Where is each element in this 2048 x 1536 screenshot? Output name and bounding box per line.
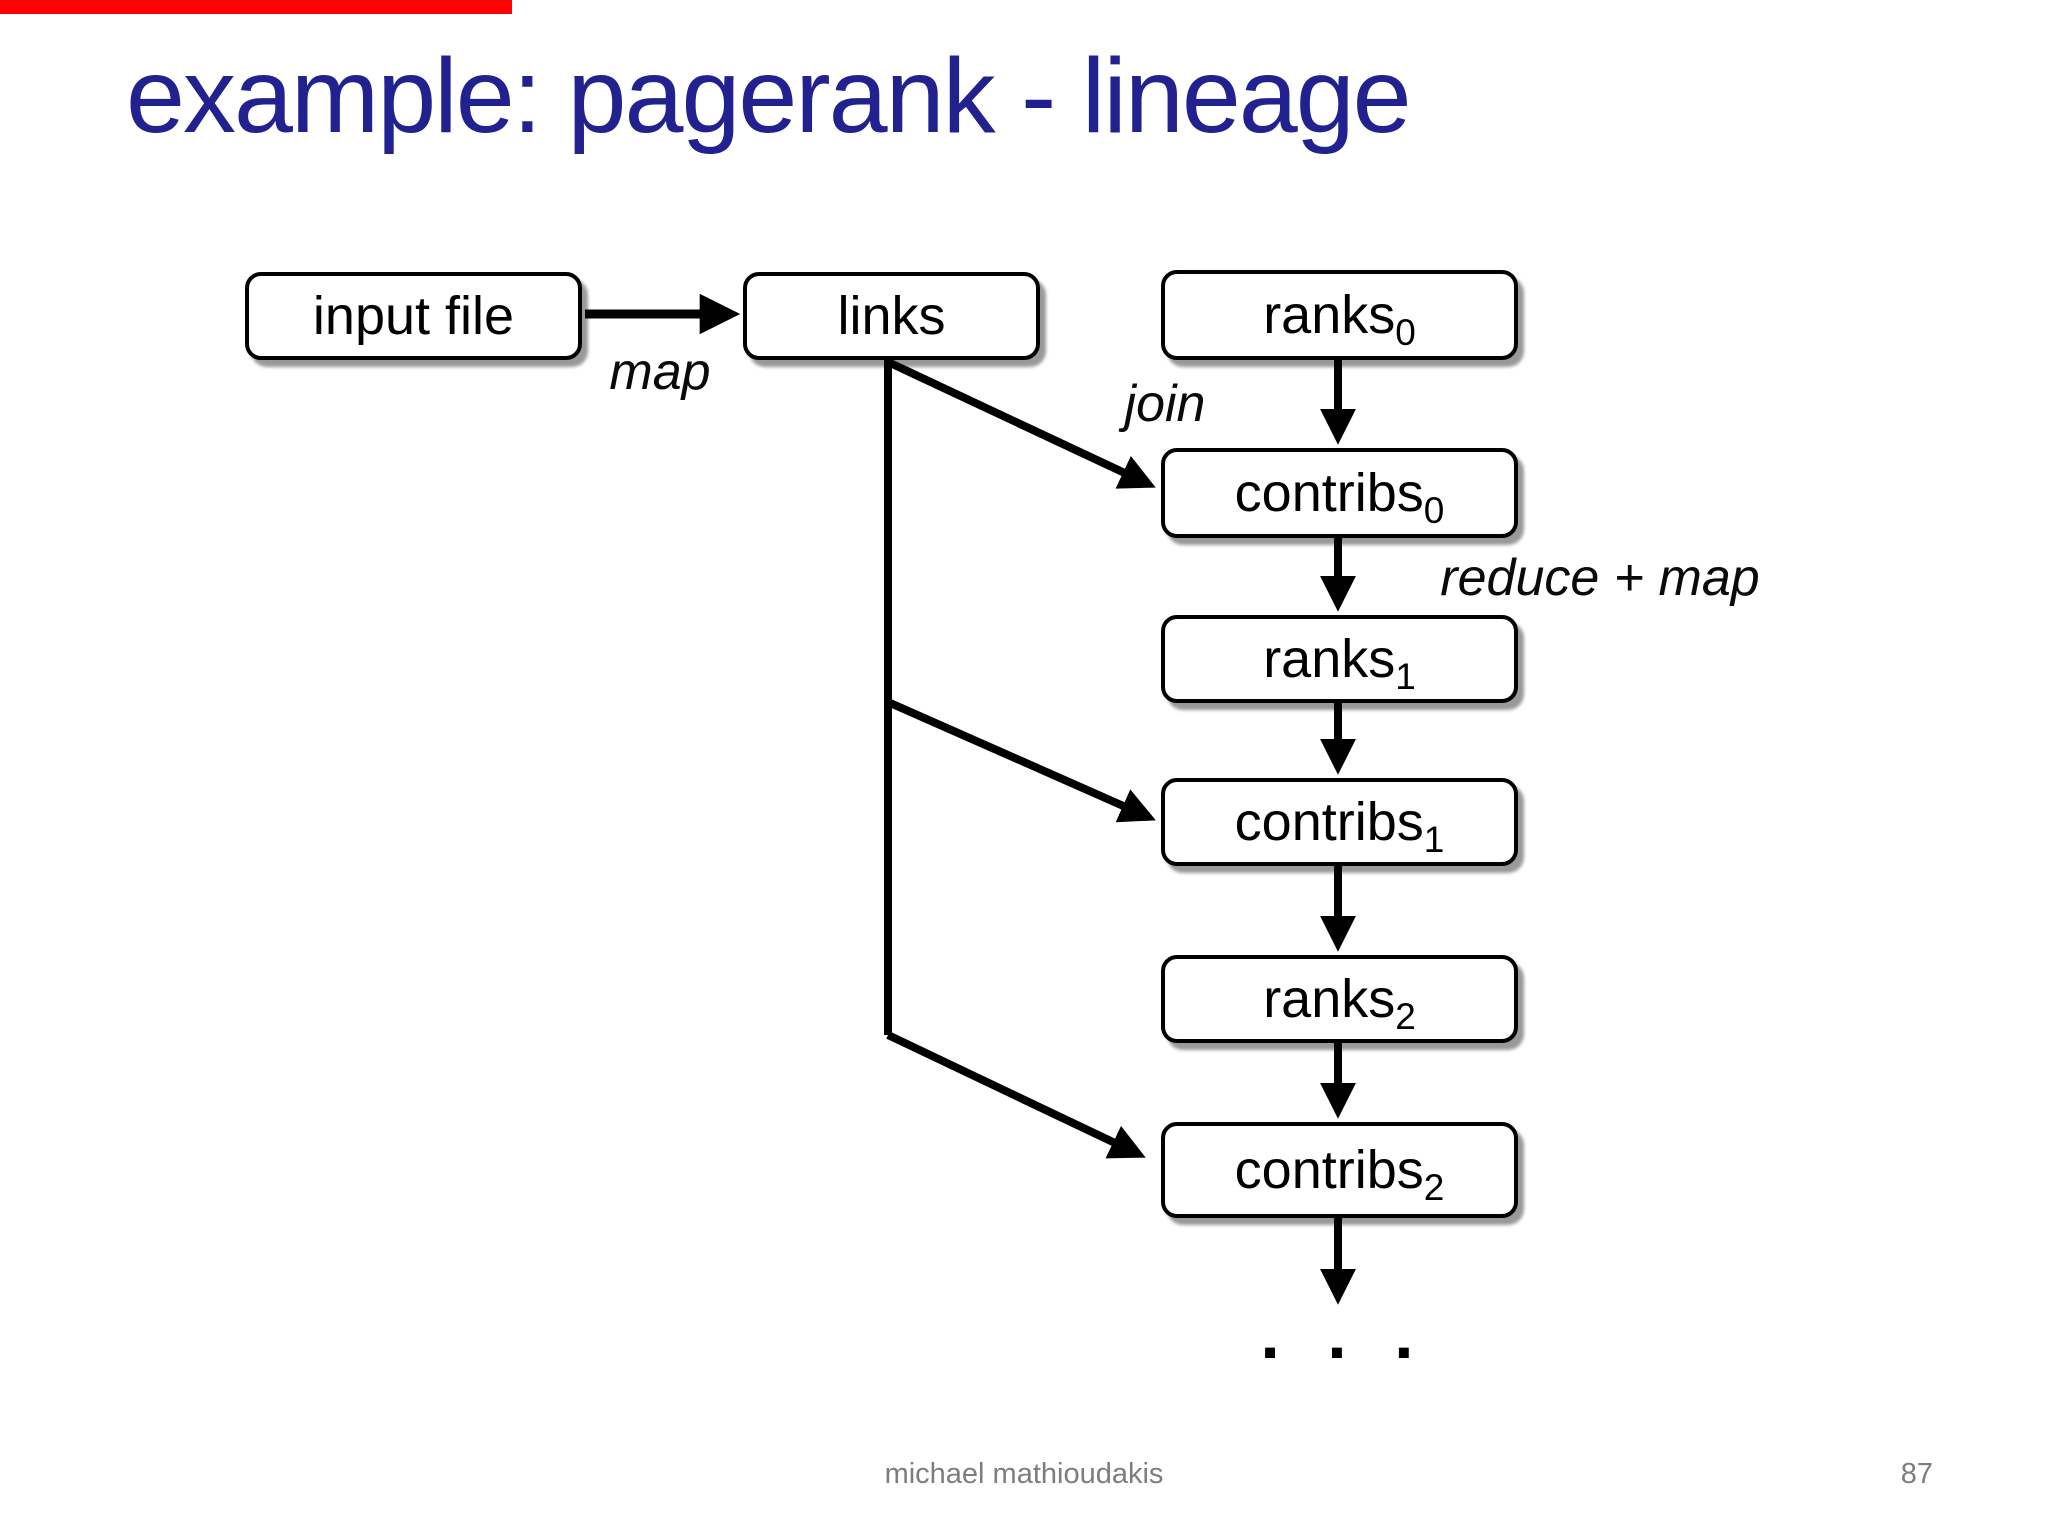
node-label: contribs bbox=[1234, 1140, 1424, 1200]
node-subscript: 0 bbox=[1395, 311, 1416, 353]
node-label: contribs bbox=[1234, 792, 1424, 852]
video-progress-bar bbox=[0, 0, 512, 14]
slide-title: example: pagerank - lineage bbox=[126, 37, 1412, 155]
continuation-dots: . . . bbox=[1260, 1295, 1428, 1373]
footer-author: michael mathioudakis bbox=[884, 1458, 1164, 1490]
node-subscript: 2 bbox=[1395, 995, 1416, 1037]
node-label: contribs bbox=[1234, 463, 1424, 523]
edge-label-join: join bbox=[1124, 375, 1206, 433]
node-label: ranks bbox=[1263, 969, 1396, 1029]
node-label: links bbox=[837, 286, 946, 346]
edge-links-to-contribs1 bbox=[886, 698, 1156, 823]
edge-label-map: map bbox=[609, 343, 711, 401]
node-label: ranks bbox=[1263, 629, 1396, 689]
node-label: ranks bbox=[1263, 285, 1396, 345]
footer-page-number: 87 bbox=[1900, 1458, 1933, 1490]
node-label: input file bbox=[312, 286, 515, 346]
edge-label-reduce-map: reduce + map bbox=[1440, 549, 1760, 607]
edge-links-to-contribs2 bbox=[886, 1031, 1146, 1159]
node-subscript: 0 bbox=[1423, 489, 1445, 531]
node-subscript: 2 bbox=[1423, 1166, 1445, 1208]
node-input-file: input file bbox=[245, 272, 582, 360]
node-links: links bbox=[743, 272, 1040, 360]
node-subscript: 1 bbox=[1395, 655, 1416, 697]
node-subscript: 1 bbox=[1423, 818, 1445, 860]
edge-links-to-contribs0 bbox=[886, 358, 1156, 489]
